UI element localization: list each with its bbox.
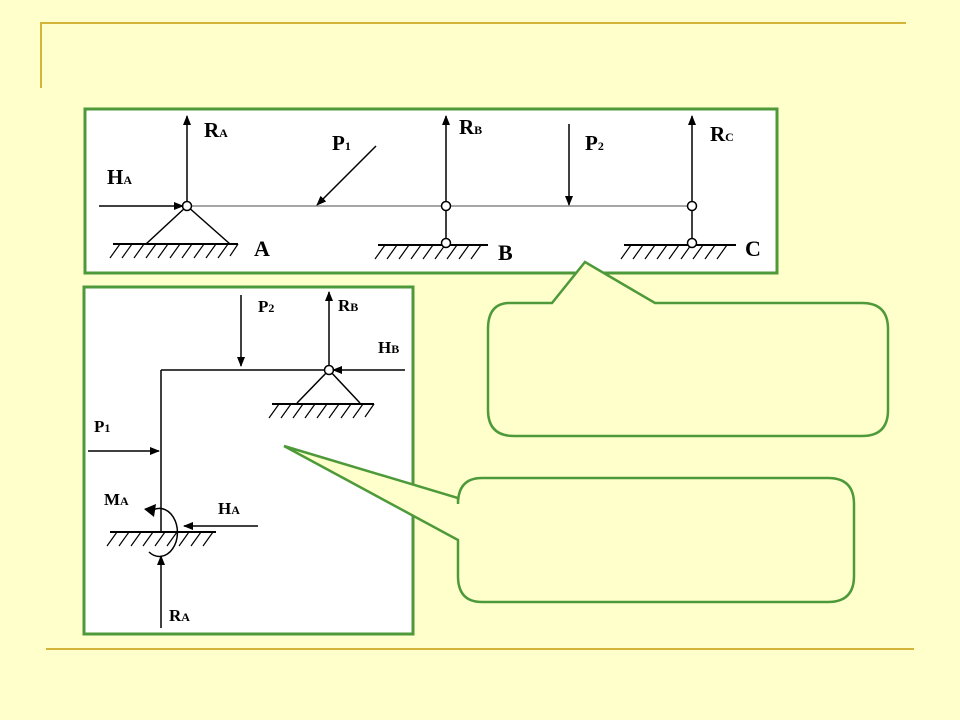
label-hb: HB	[378, 338, 399, 357]
bottom-frame-line	[46, 648, 914, 650]
label-ma: MA	[104, 490, 129, 509]
callout-upper	[486, 260, 890, 438]
label-p2: P2	[585, 131, 604, 155]
label-p1: P1	[94, 417, 110, 436]
left-frame-line	[40, 22, 42, 88]
link-support-b	[374, 200, 488, 260]
force-p1-arrow	[316, 145, 377, 206]
continuous-beam-panel: RA HA P1 RB P2 RC A B C	[83, 107, 779, 275]
fixed-support-a	[106, 531, 216, 547]
top-frame-line	[40, 22, 906, 24]
label-p1: P1	[332, 131, 351, 155]
label-ha: HA	[218, 499, 240, 518]
label-point-c: C	[745, 236, 761, 261]
label-ra: RA	[169, 606, 190, 625]
label-rb: RB	[459, 115, 482, 139]
link-support-c	[620, 200, 736, 260]
label-rc: RC	[710, 122, 734, 146]
frame-structure-panel: P2 RB HB P1 MA HA RA	[82, 285, 415, 636]
label-point-a: A	[254, 236, 270, 261]
label-ha: HA	[107, 165, 132, 189]
label-point-b: B	[498, 240, 513, 265]
label-rb: RB	[338, 296, 358, 315]
moment-ma-arrowhead	[144, 504, 156, 517]
callout-lower	[283, 444, 856, 604]
label-ra: RA	[204, 118, 228, 142]
label-p2: P2	[258, 297, 274, 316]
